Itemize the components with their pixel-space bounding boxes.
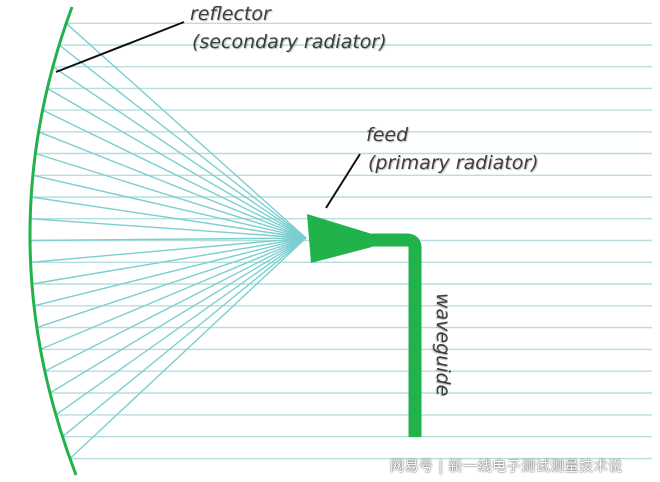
feed-ray <box>36 237 307 329</box>
feed-horn <box>307 214 372 263</box>
feed-ray <box>29 237 307 242</box>
reflector-dish <box>28 6 78 476</box>
feed-ray <box>31 237 307 285</box>
waveguide-label: waveguide <box>432 293 454 397</box>
feed-ray <box>49 237 307 394</box>
feed-ray <box>44 237 307 372</box>
feed-ray <box>40 237 307 351</box>
feed-rays <box>29 22 307 460</box>
feed-ray <box>69 237 307 460</box>
feed-ray <box>32 174 307 239</box>
feed-ray <box>31 196 307 239</box>
feed-ray <box>30 218 307 239</box>
feed-ray <box>30 237 307 263</box>
feed-ray <box>35 152 307 239</box>
watermark-text: 网易号 | 新一线电子测试测量技术说 <box>390 459 623 475</box>
feed-ray <box>33 237 307 307</box>
waveguide-pipe <box>372 233 422 437</box>
reflector-leader-line <box>55 21 185 73</box>
feed-ray <box>62 237 307 438</box>
feed-ray <box>38 131 307 239</box>
feed-label: feed <box>366 124 409 146</box>
feed-sublabel: (primary radiator) <box>368 152 539 174</box>
feed-ray <box>42 109 307 239</box>
feed-leader-line <box>325 153 361 209</box>
feed-ray <box>52 66 307 239</box>
reflector-sublabel: (secondary radiator) <box>192 31 387 53</box>
plane-wave-lines <box>30 22 652 460</box>
feed-ray <box>55 237 307 416</box>
feed-ray <box>65 22 307 239</box>
feed-ray <box>46 87 307 239</box>
reflector-label: reflector <box>190 3 271 25</box>
feed-ray <box>58 44 307 239</box>
